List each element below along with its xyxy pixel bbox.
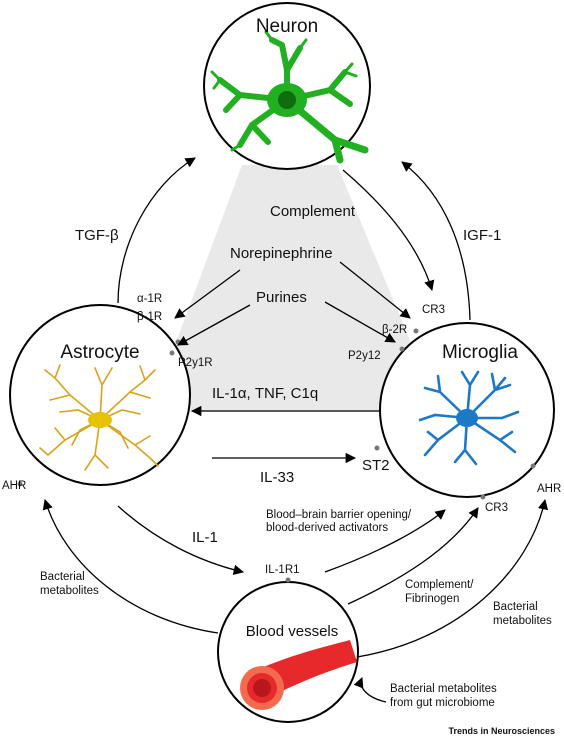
receptor-cr3-bottom: CR3 bbox=[485, 502, 508, 514]
label-bbb-line1: Blood–brain barrier opening/ bbox=[266, 509, 412, 521]
microglia-label: Microglia bbox=[442, 342, 518, 363]
receptor-cr3-top: CR3 bbox=[422, 304, 445, 316]
label-gut-line2: from gut microbiome bbox=[390, 697, 495, 709]
source-label: Trends in Neurosciences bbox=[448, 726, 555, 736]
label-norepinephrine: Norepinephrine bbox=[230, 245, 333, 262]
receptor-a1r: α-1R bbox=[137, 293, 162, 305]
interaction-triangle bbox=[150, 165, 440, 412]
receptor-p2y1r: P2y1R bbox=[178, 357, 213, 369]
label-bact-right-line1: Bacterial bbox=[493, 601, 538, 613]
label-igf1: IGF-1 bbox=[463, 227, 501, 244]
microglia-cell: Microglia bbox=[379, 322, 555, 498]
label-il1: IL-1 bbox=[192, 529, 218, 546]
label-bact-right-line2: metabolites bbox=[493, 615, 552, 627]
receptor-dots bbox=[17, 328, 536, 583]
arrow-purines-micro bbox=[324, 301, 396, 343]
label-il1a-tnf-c1q: IL-1α, TNF, C1q bbox=[212, 385, 318, 402]
blood-vessels-label: Blood vessels bbox=[246, 623, 339, 640]
label-gut-line1: Bacterial metabolites bbox=[390, 683, 497, 695]
arrow-norepi-micro bbox=[339, 261, 411, 319]
receptor-p2y12: P2y12 bbox=[348, 350, 381, 362]
label-il33: IL-33 bbox=[260, 469, 294, 486]
arrow-tgf-beta bbox=[117, 157, 196, 304]
receptor-il1r1: IL-1R1 bbox=[265, 564, 300, 576]
neuron-label: Neuron bbox=[256, 16, 318, 37]
label-complement: Complement bbox=[270, 203, 356, 220]
receptor-ahr-left: AHR bbox=[2, 480, 26, 492]
label-bbb-line2: blood-derived activators bbox=[266, 522, 388, 534]
receptor-b2r: β-2R bbox=[382, 324, 407, 336]
neuron-cell: Neuron bbox=[203, 2, 371, 170]
arrow-complement-fib bbox=[347, 507, 479, 605]
arrow-norepi-astro bbox=[174, 269, 241, 319]
astrocyte-label: Astrocyte bbox=[60, 342, 139, 363]
arrow-bbb bbox=[324, 509, 446, 573]
blood-vessels-cell: Blood vessels bbox=[217, 581, 359, 723]
signal-arrows bbox=[42, 157, 549, 703]
receptor-b1r: β-1R bbox=[137, 311, 162, 323]
arrow-igf1 bbox=[401, 161, 471, 321]
label-complement-fib-line2: Fibrinogen bbox=[405, 593, 459, 605]
label-bact-left-line2: metabolites bbox=[40, 585, 99, 597]
label-purines: Purines bbox=[256, 289, 307, 306]
arrow-bact-astro bbox=[42, 499, 219, 634]
astrocyte-cell: Astrocyte bbox=[9, 304, 191, 486]
label-tgf-beta: TGF-β bbox=[75, 227, 119, 244]
receptor-st2: ST2 bbox=[362, 457, 390, 474]
arrow-il1 bbox=[117, 505, 245, 575]
arrow-purines-astro bbox=[177, 304, 251, 346]
receptor-ahr-right: AHR bbox=[537, 483, 561, 495]
neuron-illustration bbox=[210, 30, 369, 164]
label-complement-fib-line1: Complement/ bbox=[405, 579, 474, 591]
astrocyte-illustration bbox=[39, 364, 159, 471]
arrow-complement bbox=[342, 169, 435, 291]
label-bact-left-line1: Bacterial bbox=[40, 571, 85, 583]
arrow-bact-micro bbox=[356, 498, 549, 658]
arrow-gut bbox=[353, 677, 387, 703]
